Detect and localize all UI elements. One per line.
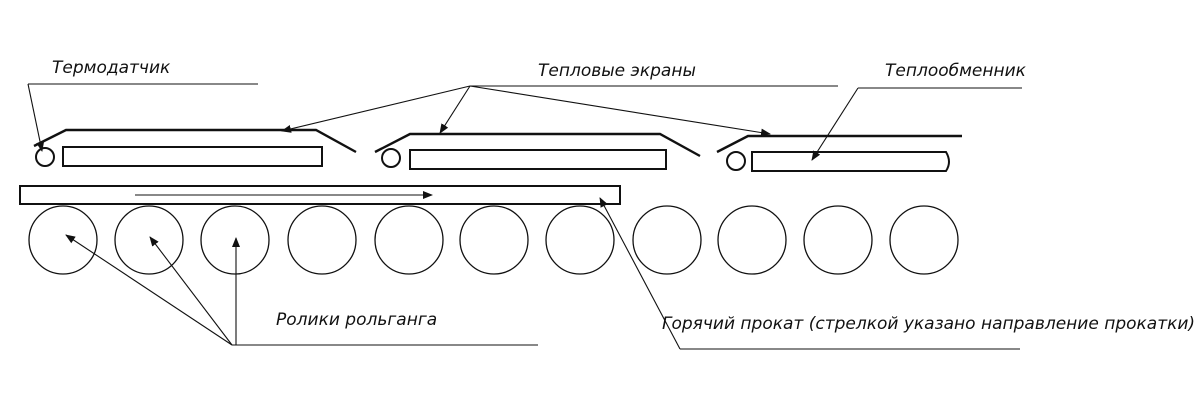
thermo-sensor-3 xyxy=(726,151,746,171)
roller-8 xyxy=(632,205,702,275)
label-heat-screens: Тепловые экраны xyxy=(538,61,696,81)
thermo-sensor-1 xyxy=(35,147,55,167)
roller-7 xyxy=(545,205,615,275)
heat-screen-1 xyxy=(33,128,357,154)
heat-screen-3 xyxy=(716,134,962,154)
label-thermo-sensor: Термодатчик xyxy=(52,58,171,78)
leader-hot-metal xyxy=(599,197,681,350)
heat-exchanger-2 xyxy=(409,149,667,170)
label-hot-metal: Горячий прокат (стрелкой указано направл… xyxy=(662,314,1195,334)
leader-roller-1 xyxy=(65,234,233,346)
label-rollers: Ролики рольганга xyxy=(276,310,437,330)
thermo-sensor-2 xyxy=(381,148,401,168)
heat-exchanger-1 xyxy=(62,146,323,167)
leader-heat-screen-1 xyxy=(281,85,471,133)
heat-screen-2 xyxy=(374,132,701,158)
roller-5 xyxy=(374,205,444,275)
leader-thermo-sensor xyxy=(27,83,45,152)
leader-roller-2 xyxy=(149,236,233,346)
leader-heat-screen-3 xyxy=(469,85,771,137)
leader-heat-screen-2 xyxy=(439,85,471,134)
roller-11 xyxy=(889,205,959,275)
roller-9 xyxy=(717,205,787,275)
roller-10 xyxy=(803,205,873,275)
roller-4 xyxy=(287,205,357,275)
roller-2 xyxy=(114,205,184,275)
leader-heat-exchanger xyxy=(811,87,859,161)
heat-exchanger-3 xyxy=(751,151,950,172)
roller-3 xyxy=(200,205,270,275)
label-heat-exchanger: Теплообменник xyxy=(885,61,1027,81)
roller-6 xyxy=(459,205,529,275)
roller-1 xyxy=(28,205,98,275)
